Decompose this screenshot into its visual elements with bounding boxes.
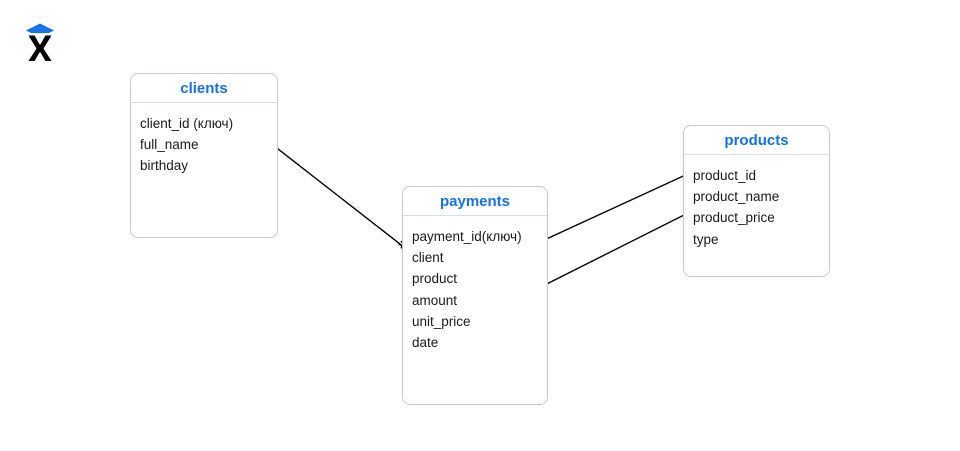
- x-logo-icon: [18, 18, 62, 62]
- field-row: client: [412, 250, 444, 266]
- field-row: type: [693, 231, 719, 247]
- entity-clients[interactable]: clients client_id (ключ) full_name birth…: [130, 73, 278, 238]
- field-row: product_name: [693, 189, 780, 205]
- entity-clients-fields: client_id (ключ) full_name birthday: [131, 103, 277, 177]
- entity-payments[interactable]: payments payment_id(ключ) client product…: [402, 186, 548, 405]
- field-row: unit_price: [412, 313, 471, 329]
- entity-payments-fields: payment_id(ключ) client product amount u…: [403, 216, 547, 353]
- field-row: birthday: [140, 158, 189, 174]
- entity-payments-title: payments: [403, 187, 547, 216]
- field-row: amount: [412, 292, 458, 308]
- field-row: date: [412, 335, 439, 351]
- field-row: product: [412, 271, 458, 287]
- field-row: product_price: [693, 210, 775, 226]
- entity-products[interactable]: products product_id product_name product…: [683, 125, 830, 277]
- field-row: full_name: [140, 137, 199, 153]
- entity-clients-title: clients: [131, 74, 277, 103]
- field-row: product_id: [693, 168, 757, 183]
- entity-products-title: products: [684, 126, 829, 155]
- field-row: client_id (ключ): [140, 116, 234, 131]
- entity-products-fields: product_id product_name product_price ty…: [684, 155, 829, 250]
- field-row: payment_id(ключ): [412, 229, 522, 244]
